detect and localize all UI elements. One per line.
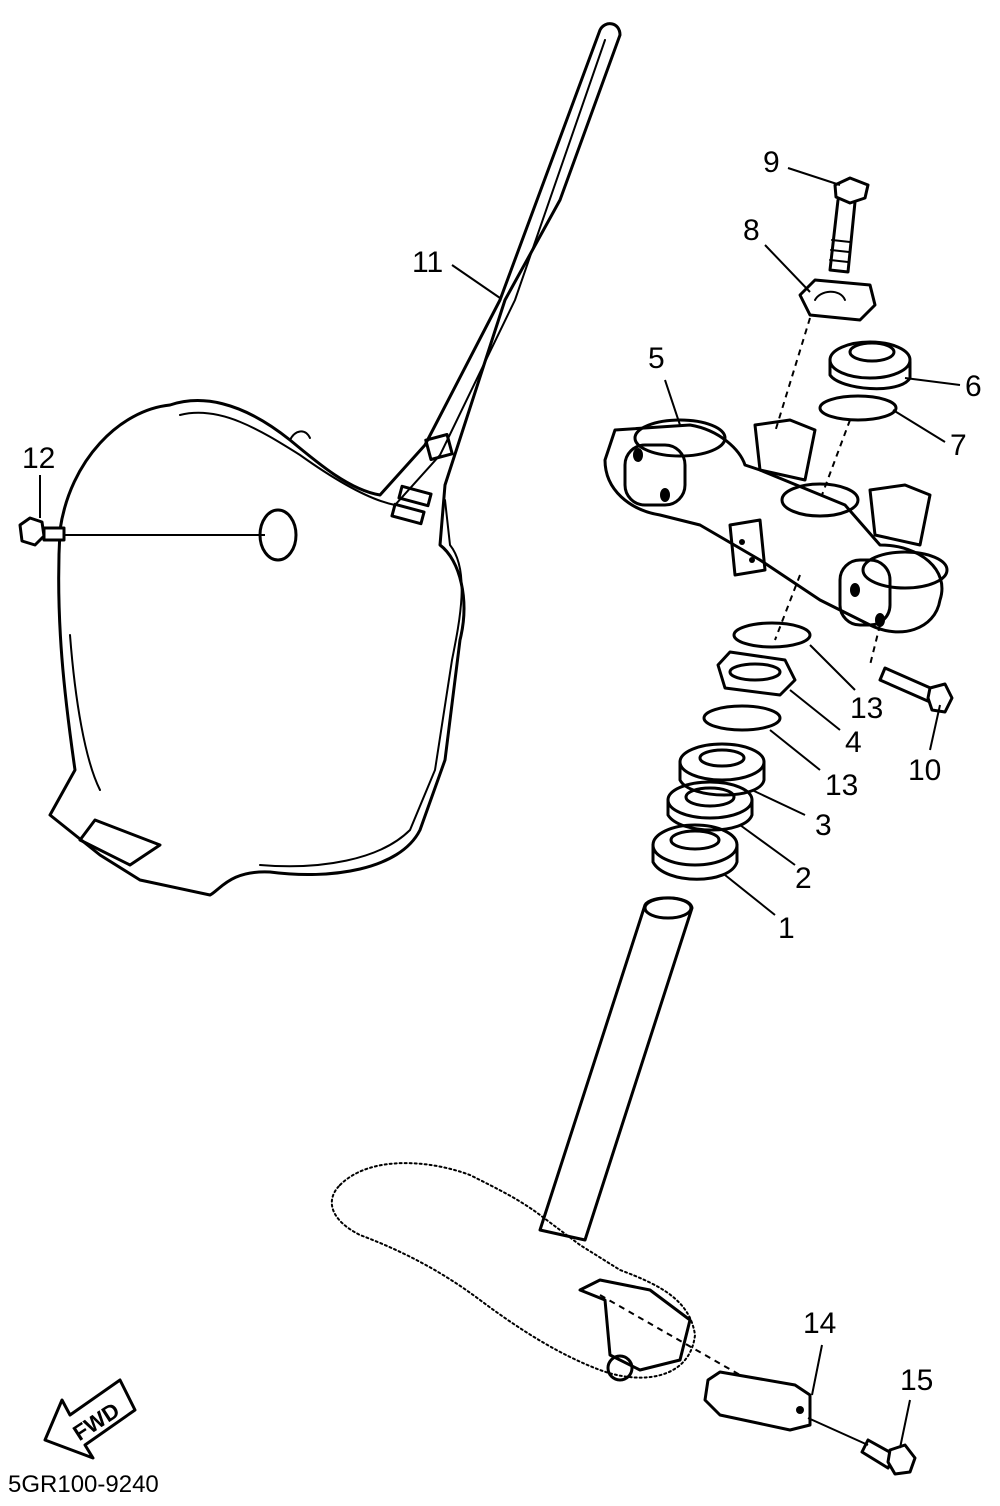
washer-7: [818, 394, 898, 422]
bolt-10: [878, 666, 954, 714]
seal-3: [678, 742, 766, 797]
leader-lines: [39, 167, 961, 1449]
callout-6: 6: [965, 370, 982, 403]
handlebar-holder-8: [798, 278, 877, 322]
collar-6: [828, 340, 912, 391]
diagram-code: 5GR100-9240: [8, 1471, 159, 1498]
callout-12: 12: [22, 442, 55, 475]
callout-13-lower: 13: [825, 769, 858, 802]
bolt-15: [860, 1438, 917, 1476]
fwd-arrow-icon: FWD: [43, 1378, 137, 1460]
upper-bracket: [603, 418, 949, 634]
callout-5: 5: [648, 342, 665, 375]
callout-1: 1: [778, 912, 795, 945]
guide-line: [869, 624, 881, 666]
callout-7: 7: [950, 429, 967, 462]
washer-13-upper: [732, 621, 812, 649]
guide-line: [774, 317, 811, 433]
callout-14: 14: [803, 1307, 836, 1340]
guide-line: [774, 574, 801, 641]
bolt-12: [18, 516, 66, 547]
number-plate: [48, 22, 622, 897]
callout-8: 8: [743, 214, 760, 247]
callout-11: 11: [412, 246, 443, 279]
callout-3: 3: [815, 809, 832, 842]
guide-line: [821, 419, 851, 496]
bearing-1: [651, 823, 739, 881]
callout-15: 15: [900, 1364, 933, 1397]
callout-13-upper: 13: [850, 692, 883, 725]
callout-9: 9: [763, 146, 780, 179]
steering-stem: [330, 896, 697, 1382]
callout-4: 4: [845, 726, 862, 759]
callout-10: 10: [908, 754, 941, 787]
callout-2: 2: [795, 862, 812, 895]
bearing-2: [666, 780, 754, 832]
guide-line: [599, 1294, 741, 1376]
bolt-9: [828, 176, 870, 274]
ring-nut-4: [716, 650, 797, 697]
washer-13-lower: [702, 704, 782, 732]
clamp-14: [703, 1370, 812, 1432]
